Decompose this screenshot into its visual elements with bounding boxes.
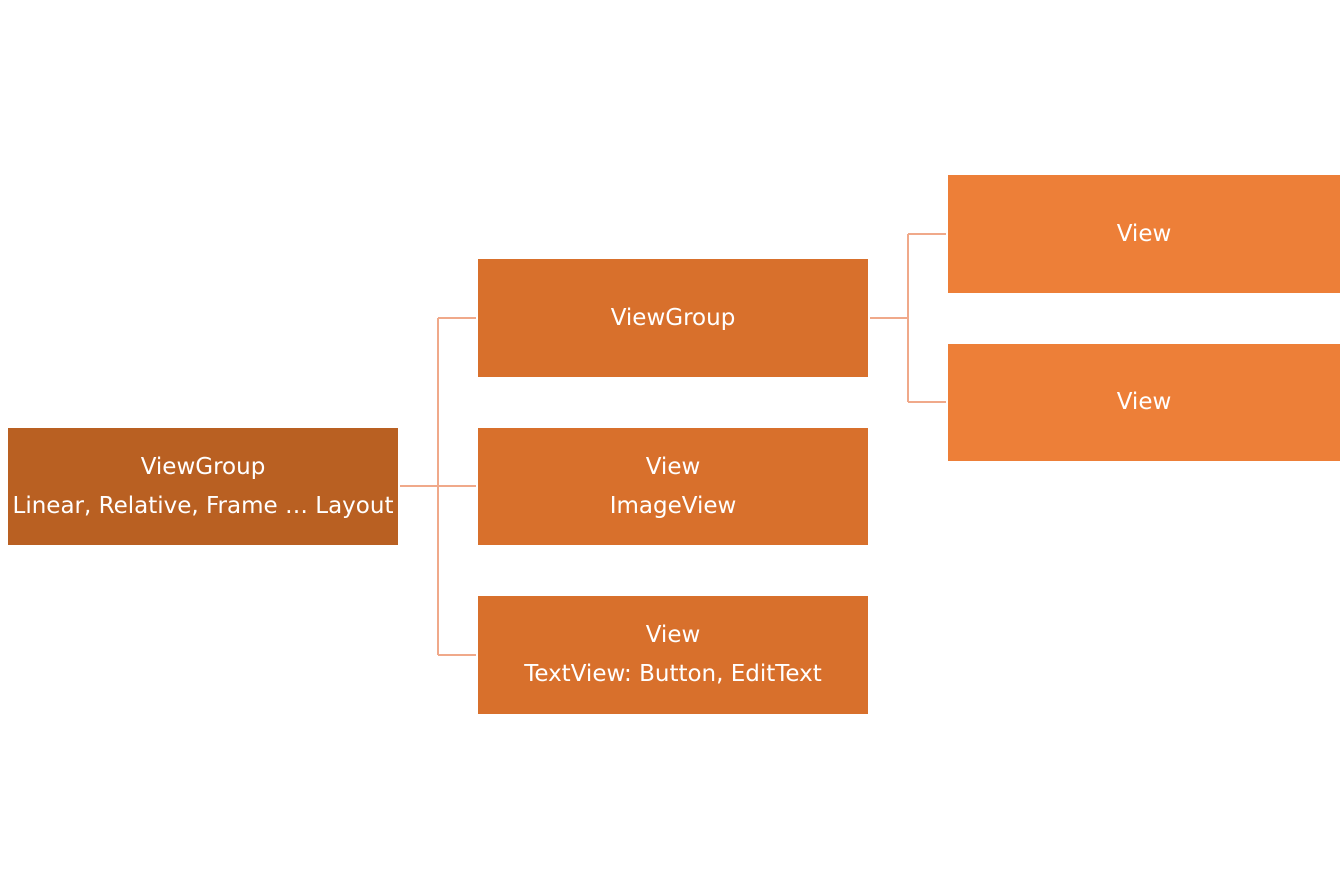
leaf-view-node-1: View [948,175,1340,293]
child-textview-node: View TextView: Button, EditText [478,596,868,714]
root-node-title: ViewGroup [140,453,266,480]
root-viewgroup-node: ViewGroup Linear, Relative, Frame … Layo… [8,428,398,545]
child-node-title: View [645,453,701,480]
root-node-subtitle: Linear, Relative, Frame … Layout [12,492,394,519]
child-imageview-node: View ImageView [478,428,868,545]
leaf-view-node-2: View [948,344,1340,461]
child-node-subtitle: ImageView [609,492,737,519]
child-node-title: View [645,622,701,648]
child-node-subtitle: TextView: Button, EditText [524,661,822,687]
leaf-node-title: View [1116,389,1172,415]
child-viewgroup-node: ViewGroup [478,259,868,377]
leaf-node-title: View [1116,220,1172,247]
child-node-title: ViewGroup [610,304,736,331]
